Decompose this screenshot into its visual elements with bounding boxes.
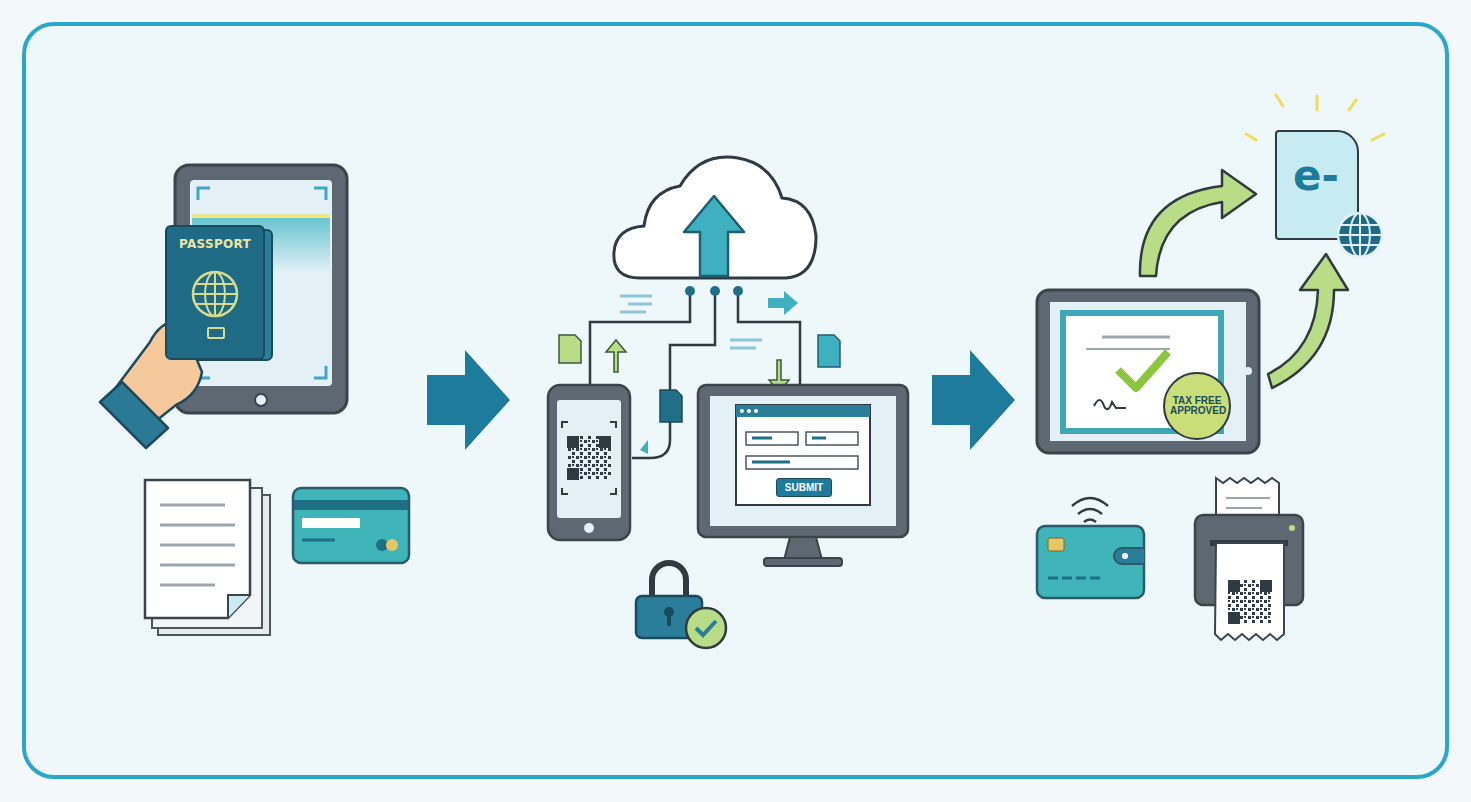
submit-button: SUBMIT <box>776 478 832 497</box>
frame <box>24 24 1447 777</box>
receipt-printer <box>1195 478 1303 640</box>
documents <box>145 480 270 635</box>
approval-tablet <box>1037 290 1259 453</box>
stage-arrow <box>427 350 510 450</box>
document-mark: e- <box>1293 155 1339 197</box>
passport-chip <box>207 327 225 339</box>
globe-badge <box>1335 210 1385 260</box>
credit-card <box>293 488 409 563</box>
passport-cover: PASSPORT <box>165 225 265 360</box>
data-dots <box>685 286 743 296</box>
tax-free-badge: TAX FREE APPROVED <box>1163 372 1231 440</box>
passport-globe <box>190 269 240 319</box>
label-text: PASSPORT <box>179 237 251 251</box>
padlock <box>636 563 726 648</box>
cloud-upload <box>614 157 816 278</box>
stage-arrow <box>932 350 1015 450</box>
e-document: e- <box>1275 130 1359 240</box>
contactless-wallet <box>1037 498 1144 598</box>
label-text: SUBMIT <box>785 483 823 493</box>
monitor <box>698 385 908 566</box>
badge-text: TAX FREE APPROVED <box>1170 396 1224 417</box>
smartphone <box>548 385 630 540</box>
